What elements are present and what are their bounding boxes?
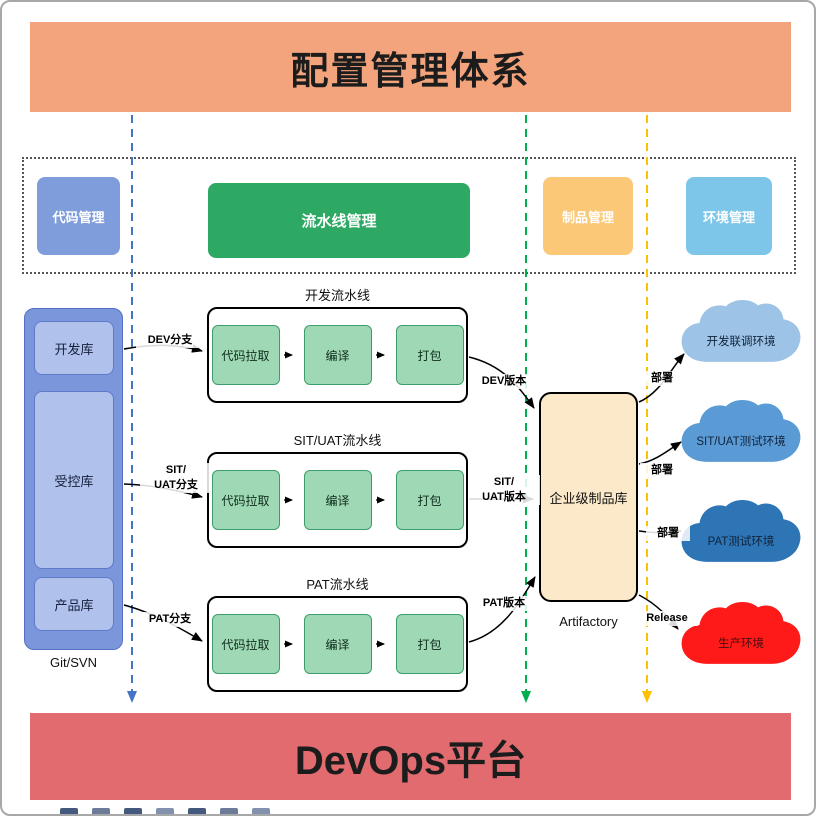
step-compile: 编译	[303, 470, 372, 530]
cloud-situat-env-label: SIT/UAT测试环境	[696, 436, 786, 448]
repo-dev: 开发库	[34, 321, 114, 375]
step-package: 打包	[395, 614, 464, 674]
badge-artifact-management: 制品管理	[543, 177, 633, 255]
artifact-caption: Artifactory	[559, 614, 618, 629]
pipeline-pat-title: PAT流水线	[306, 577, 369, 592]
cutoff-shape	[92, 808, 110, 814]
cutoff-shape	[156, 808, 174, 814]
badge-environment-management: 环境管理	[686, 177, 772, 255]
cutoff-shape	[252, 808, 270, 814]
label-deploy-situat: 部署	[640, 463, 684, 478]
cutoff-shape	[220, 808, 238, 814]
label-dev-version: DEV版本	[470, 374, 538, 389]
step-code-pull: 代码拉取	[211, 470, 280, 530]
cloud-situat-env: SIT/UAT测试环境	[675, 398, 807, 472]
step-package: 打包	[395, 470, 464, 530]
pipeline-situat-box: 代码拉取 编译 打包	[207, 452, 468, 548]
cloud-icon	[681, 399, 801, 462]
badge-pipeline-management: 流水线管理	[208, 183, 470, 258]
cutoff-shape	[60, 808, 78, 814]
step-code-pull: 代码拉取	[211, 614, 280, 674]
step-code-pull: 代码拉取	[211, 325, 280, 385]
cutoff-shape	[124, 808, 142, 814]
cutoff-shape	[188, 808, 206, 814]
pipeline-dev-box: 代码拉取 编译 打包	[207, 307, 468, 403]
arrow-right-icon	[375, 351, 385, 359]
step-package: 打包	[395, 325, 464, 385]
arrow-right-icon	[375, 496, 385, 504]
cloud-pat-env-label: PAT测试环境	[707, 536, 775, 548]
badge-code-management: 代码管理	[37, 177, 120, 255]
pipeline-situat-title: SIT/UAT流水线	[293, 433, 382, 448]
arrow-right-icon	[283, 351, 293, 359]
devops-platform-title: DevOps平台	[294, 738, 527, 783]
step-compile: 编译	[303, 325, 372, 385]
label-release: Release	[636, 611, 698, 626]
label-pat-branch: PAT分支	[136, 612, 204, 627]
label-deploy-dev: 部署	[640, 371, 684, 386]
cloud-icon	[681, 299, 801, 362]
cloud-icon	[681, 499, 801, 562]
pipeline-dev-title: 开发流水线	[304, 288, 370, 303]
devops-platform-banner: DevOps平台	[30, 713, 791, 800]
cloud-dev-env-label: 开发联调环境	[706, 336, 776, 348]
label-deploy-pat: 部署	[646, 526, 690, 541]
step-compile: 编译	[303, 614, 372, 674]
cloud-pat-env: PAT测试环境	[675, 498, 807, 572]
artifact-repository: 企业级制品库	[539, 392, 638, 602]
label-dev-branch: DEV分支	[136, 333, 204, 348]
label-situat-version: SIT/ UAT版本	[468, 475, 540, 505]
title-banner: 配置管理体系	[30, 22, 791, 112]
arrow-right-icon	[283, 640, 293, 648]
cloud-icon	[681, 601, 801, 664]
repo-caption: Git/SVN	[50, 655, 97, 670]
pipeline-pat-box: 代码拉取 编译 打包	[207, 596, 468, 692]
cloud-production-env: 生产环境	[675, 600, 807, 674]
repo-controlled: 受控库	[34, 391, 114, 569]
repo-product: 产品库	[34, 577, 114, 631]
repo-group-gitsvn: 开发库 受控库 产品库	[24, 308, 123, 650]
label-pat-version: PAT版本	[470, 596, 538, 611]
diagram-title: 配置管理体系	[290, 50, 531, 93]
arrow-right-icon	[375, 640, 385, 648]
label-situat-branch: SIT/ UAT分支	[140, 463, 212, 493]
cloud-production-env-label: 生产环境	[718, 638, 764, 650]
arrow-right-icon	[283, 496, 293, 504]
cloud-dev-env: 开发联调环境	[675, 298, 807, 372]
category-strip: 代码管理 流水线管理 制品管理 环境管理	[22, 157, 796, 274]
